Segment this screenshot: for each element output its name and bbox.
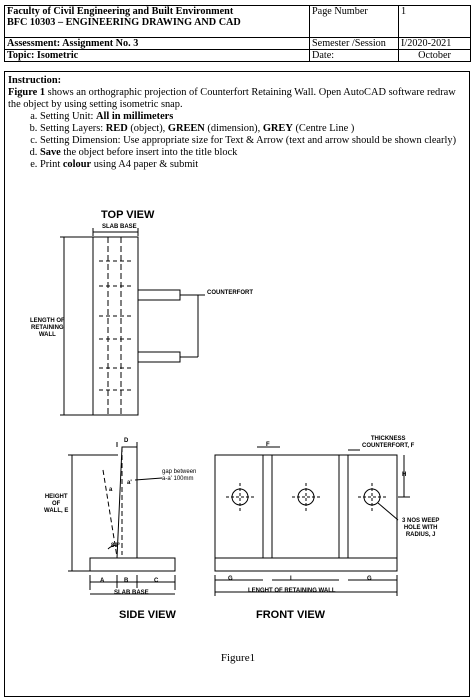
top-view-title: TOP VIEW xyxy=(101,209,155,221)
top-view xyxy=(60,228,205,416)
dim-a-small: a xyxy=(109,487,113,493)
instruction-intro: Figure 1 shows an orthographic projectio… xyxy=(8,87,456,110)
instruction-block: Instruction: Figure 1 shows an orthograp… xyxy=(8,75,466,171)
slab-base-side-label: SLAB BASE xyxy=(114,590,149,596)
figure-caption: Figure1 xyxy=(220,652,256,664)
instruction-item: Setting Dimension: Use appropriate size … xyxy=(40,135,466,147)
date-label: Date: xyxy=(309,49,399,62)
front-length-label: LENGHT OF RETAINING WALL xyxy=(248,588,336,594)
front-view xyxy=(214,446,410,596)
header-table: Faculty of Civil Engineering and Built E… xyxy=(4,5,471,62)
course-name: BFC 10303 – ENGINEERING DRAWING AND CAD xyxy=(7,17,241,28)
counterfort-label: COUNTERFORT xyxy=(207,290,253,296)
dim-d-label: D xyxy=(124,438,129,444)
dim-a-prime: a' xyxy=(127,480,132,486)
faculty-name: Faculty of Civil Engineering and Built E… xyxy=(7,6,234,17)
dim-i-label: I xyxy=(290,576,292,582)
page-number-value: 1 xyxy=(398,5,471,38)
dim-h-label: H xyxy=(402,472,407,478)
angle-label: 80° xyxy=(111,543,121,549)
instruction-item: Save the object before insert into the t… xyxy=(40,147,466,159)
instruction-list: Setting Unit: All in millimeters Setting… xyxy=(8,111,466,171)
dim-f-label: F xyxy=(266,442,270,448)
side-view xyxy=(68,442,176,595)
dim-g-right-label: G xyxy=(367,576,372,582)
side-view-title: SIDE VIEW xyxy=(119,609,176,621)
instruction-item: Setting Layers: RED (object), GREEN (dim… xyxy=(40,123,466,135)
instruction-item: Setting Unit: All in millimeters xyxy=(40,111,466,123)
instruction-item: Print colour using A4 paper & submit xyxy=(40,159,466,171)
dim-b-label: B xyxy=(124,578,129,584)
instruction-heading: Instruction: xyxy=(8,75,62,86)
front-view-title: FRONT VIEW xyxy=(256,609,326,621)
date-value: October xyxy=(398,49,471,62)
dim-a-label: A xyxy=(100,578,105,584)
dim-c-label: C xyxy=(154,578,159,584)
faculty-cell: Faculty of Civil Engineering and Built E… xyxy=(4,5,310,38)
slab-base-label: SLAB BASE xyxy=(102,224,137,230)
content-frame xyxy=(4,71,470,697)
dim-g-left-label: G xyxy=(228,576,233,582)
